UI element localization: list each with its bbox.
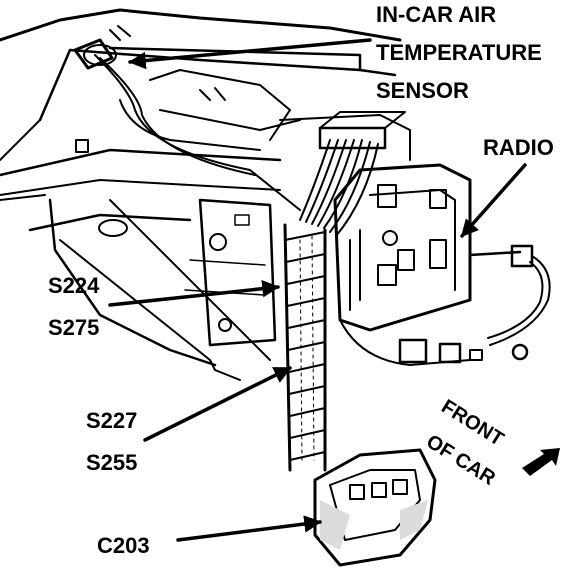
front-of-car-arrow bbox=[522, 448, 560, 476]
wire-bundle bbox=[94, 54, 406, 237]
c203-arrow bbox=[176, 515, 322, 542]
taped-harness bbox=[283, 223, 327, 472]
mounting-bracket bbox=[184, 198, 277, 347]
sensor-label-line2: TEMPERATURE bbox=[376, 40, 542, 65]
connector-c203 bbox=[313, 448, 437, 567]
in-car-air-temperature-sensor bbox=[73, 25, 131, 70]
s224-s275-arrow bbox=[108, 279, 280, 307]
sensor-label-line3: SENSOR bbox=[376, 78, 469, 103]
splice-s255-label: S255 bbox=[86, 450, 137, 475]
s227-s255-arrow bbox=[143, 366, 292, 442]
ground-nut bbox=[511, 343, 529, 361]
radio-unit bbox=[333, 163, 551, 366]
sensor-arrow bbox=[128, 38, 372, 70]
sensor-label-line1: IN-CAR AIR bbox=[376, 2, 496, 27]
splice-s224-label: S224 bbox=[48, 273, 100, 298]
splice-s227-label: S227 bbox=[86, 408, 137, 433]
connector-c203-label: C203 bbox=[97, 533, 150, 558]
radio-arrow bbox=[460, 163, 527, 238]
radio-label: RADIO bbox=[483, 135, 554, 160]
splice-s275-label: S275 bbox=[48, 315, 99, 340]
